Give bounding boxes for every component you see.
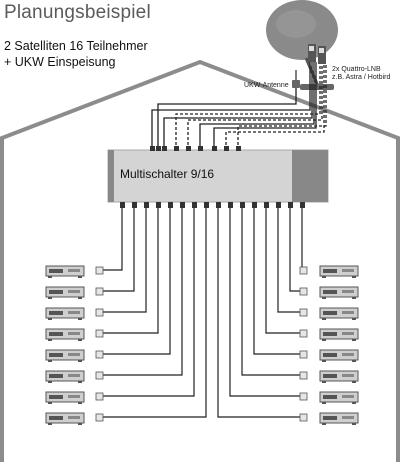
ukw-antenna-icon	[292, 70, 300, 88]
wall-socket-icon	[299, 392, 308, 401]
receivers	[45, 265, 359, 425]
output-cable	[103, 208, 195, 397]
wall-socket-icon	[299, 329, 308, 338]
wall-socket-icon	[95, 392, 104, 401]
receiver-icon	[45, 412, 85, 425]
output-cable	[103, 208, 123, 271]
wall-socket-icon	[95, 329, 104, 338]
receiver-icon	[45, 349, 85, 362]
receiver-icon	[45, 307, 85, 320]
wall-socket-icon	[299, 287, 308, 296]
output-cable	[241, 208, 300, 376]
ukw-antenna-label: UKW-Antenne	[244, 82, 289, 89]
output-cable	[229, 208, 300, 397]
output-cable	[103, 208, 171, 355]
output-cable	[103, 208, 159, 334]
receiver-icon	[319, 307, 359, 320]
output-cable	[300, 208, 303, 271]
receiver-icon	[319, 391, 359, 404]
output-cable	[277, 208, 300, 313]
wall-socket-icon	[299, 308, 308, 317]
subtitle-line-1: 2 Satelliten 16 Teilnehmer	[4, 39, 148, 53]
wall-socket-icon	[299, 371, 308, 380]
receiver-icon	[45, 328, 85, 341]
output-cable	[217, 208, 300, 418]
receiver-icon	[319, 265, 359, 278]
wall-socket-icon	[299, 266, 308, 275]
wall-socket-icon	[95, 350, 104, 359]
wall-socket-icon	[95, 266, 104, 275]
multiswitch	[107, 146, 329, 208]
subtitle-line-2: + UKW Einspeisung	[4, 55, 116, 69]
wall-socket-icon	[95, 308, 104, 317]
receiver-icon	[45, 286, 85, 299]
multiswitch-label: Multischalter 9/16	[120, 167, 215, 181]
wall-socket-icon	[95, 287, 104, 296]
receiver-icon	[45, 370, 85, 383]
cables-outputs	[103, 208, 303, 418]
output-cable	[103, 208, 207, 418]
satellite-dish-icon	[266, 0, 338, 90]
wall-socket-icon	[95, 371, 104, 380]
page-title: Planungsbeispiel	[4, 2, 151, 23]
house-outline	[0, 59, 400, 462]
output-cable	[103, 208, 183, 376]
output-cable	[103, 208, 135, 292]
output-cable	[289, 208, 300, 292]
output-cable	[265, 208, 300, 334]
output-cable	[103, 208, 147, 313]
cables-inputs	[151, 62, 327, 150]
receiver-icon	[45, 391, 85, 404]
receiver-icon	[45, 265, 85, 278]
receiver-icon	[319, 370, 359, 383]
wall-socket-icon	[299, 350, 308, 359]
receiver-icon	[319, 412, 359, 425]
wall-socket-icon	[299, 413, 308, 422]
receiver-icon	[319, 328, 359, 341]
wall-socket-icon	[95, 413, 104, 422]
lnb-icon	[308, 44, 326, 64]
receiver-icon	[319, 286, 359, 299]
output-cable	[253, 208, 300, 355]
lnb-label-line-2: z.B. Astra / Hotbird	[332, 74, 391, 81]
lnb-label-line-1: 2x Quattro-LNB	[332, 66, 381, 73]
receiver-icon	[319, 349, 359, 362]
